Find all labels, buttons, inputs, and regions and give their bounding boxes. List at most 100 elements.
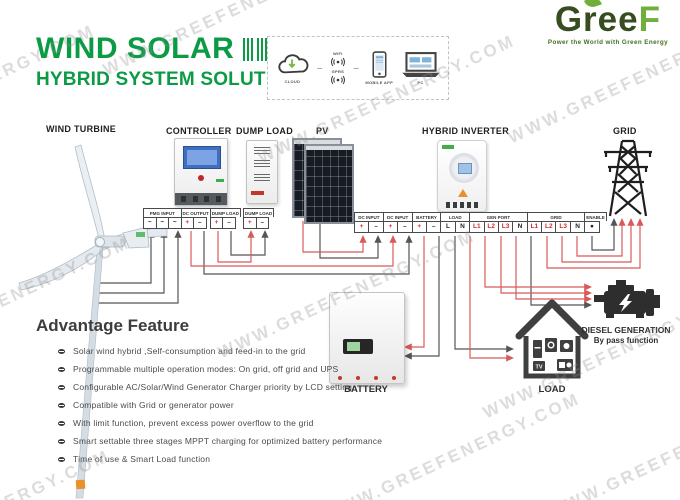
terminal-+: + xyxy=(180,216,194,229)
terminal-N: N xyxy=(569,220,586,233)
terminal-group-battery: BATTERY+– xyxy=(411,212,442,233)
terminal-–: – xyxy=(193,216,207,229)
dump-load-terminal-strip: DUMP LOAD+– xyxy=(243,208,275,229)
terminal-–: – xyxy=(255,216,269,229)
terminal-L3: L3 xyxy=(497,220,514,233)
label-wind-turbine: WIND TURBINE xyxy=(46,124,117,134)
dump-load-tag xyxy=(251,191,264,195)
signal-group: WIFI GPRS xyxy=(329,51,347,85)
title-block: WIND SOLAR HYBRID SYSTEM SOLUTION xyxy=(36,32,300,91)
controller-terminal-strip: PMG INPUT~~~DC OUTPUT+–DUMP LOAD+– xyxy=(143,208,241,229)
inverter-connectors xyxy=(442,202,482,209)
controller-screen xyxy=(183,146,221,169)
label-hybrid-inverter: HYBRID INVERTER xyxy=(422,126,510,136)
terminal-group-label: LOAD xyxy=(440,212,471,221)
inverter-brand-mark xyxy=(442,145,454,149)
terminal-group-enable: ENABLE● xyxy=(584,212,607,233)
terminal-group-label: DUMP LOAD xyxy=(209,208,241,217)
terminal-L: L xyxy=(440,220,456,233)
advantage-item-text: Programmable multiple operation modes: O… xyxy=(73,364,339,374)
bullet-icon xyxy=(58,438,65,444)
advantage-item: Programmable multiple operation modes: O… xyxy=(58,364,382,374)
terminal-N: N xyxy=(454,220,471,233)
terminal-group-label: PMG INPUT xyxy=(143,208,182,217)
wifi-icon xyxy=(331,57,345,67)
label-load: LOAD xyxy=(538,384,566,395)
dump-load-image xyxy=(246,140,278,204)
connector-dash: – xyxy=(353,62,359,74)
gprs-icon xyxy=(331,75,345,85)
terminal-group-dump-load: DUMP LOAD+– xyxy=(243,208,275,229)
company-logo: GreeF Power the World with Green Energy xyxy=(548,0,668,46)
label-bypass-function: By pass function xyxy=(593,336,659,345)
terminal-group-label: DC INPUT xyxy=(354,212,384,221)
bullet-icon xyxy=(58,456,65,462)
terminal-+: + xyxy=(411,220,427,233)
terminal-group-label: BATTERY xyxy=(411,212,442,221)
battery-terminals xyxy=(338,376,396,380)
terminal-group-dc-input: DC INPUT+– xyxy=(382,212,413,233)
mobile-group: MOBILE APP xyxy=(365,51,393,85)
terminal-group-label: GEN PORT xyxy=(469,212,528,221)
advantage-item: Smart settable three stages MPPT chargin… xyxy=(58,436,382,446)
house-icon: TV xyxy=(515,299,589,379)
advantage-item: Time of use & Smart Load function xyxy=(58,454,382,464)
engine-icon xyxy=(594,280,660,318)
vent-slots xyxy=(254,174,270,183)
cloud-icon xyxy=(278,53,309,73)
terminal-~: ~ xyxy=(155,216,169,229)
terminal-–: – xyxy=(397,220,413,233)
label-pv: PV xyxy=(316,126,329,136)
wifi-group: WIFI xyxy=(329,51,347,67)
barcode-decoration xyxy=(243,37,254,61)
terminal-L2: L2 xyxy=(541,220,557,233)
terminal-L2: L2 xyxy=(483,220,499,233)
terminal-L3: L3 xyxy=(555,220,571,233)
terminal-+: + xyxy=(382,220,399,233)
advantage-item: With limit function, prevent excess powe… xyxy=(58,418,382,428)
terminal-N: N xyxy=(512,220,528,233)
connector-dash: – xyxy=(316,62,323,74)
pv-panels-image xyxy=(292,138,354,224)
terminal-group-dump-load: DUMP LOAD+– xyxy=(209,208,241,229)
terminal-group-label: DC OUTPUT xyxy=(180,208,211,217)
advantage-item: Solar wind hybrid ,Self-consumption and … xyxy=(58,346,382,356)
main-title-row: WIND SOLAR xyxy=(36,32,300,66)
red-wires xyxy=(190,218,644,362)
cloud-group: CLOUD xyxy=(274,53,310,84)
logo-text-main: Gree xyxy=(554,0,639,39)
terminal-L1: L1 xyxy=(526,220,543,233)
controller-button xyxy=(198,175,204,181)
advantage-item-text: Compatible with Grid or generator power xyxy=(73,400,234,410)
advantage-item: Compatible with Grid or generator power xyxy=(58,400,382,410)
inverter-display xyxy=(449,153,479,183)
terminal-+: + xyxy=(354,220,370,233)
inverter-logo-triangle xyxy=(458,189,468,197)
subtitle: HYBRID SYSTEM SOLUTION xyxy=(36,69,301,90)
hybrid-inverter-image xyxy=(437,140,487,212)
main-title: WIND SOLAR xyxy=(36,32,235,65)
terminal-group-label: DC INPUT xyxy=(382,212,413,221)
terminal-~: ~ xyxy=(168,216,182,229)
mobile-label: MOBILE APP xyxy=(365,80,394,85)
advantage-title: Advantage Feature xyxy=(36,316,190,335)
pc-label: PC xyxy=(417,80,424,85)
mobile-icon xyxy=(372,51,387,78)
label-diesel-generation: DIESEL GENERATION xyxy=(581,325,671,335)
battery-display xyxy=(343,339,373,354)
terminal-●: ● xyxy=(584,220,600,233)
terminal-–: – xyxy=(425,220,442,233)
vent-slots xyxy=(254,160,270,169)
terminal-group-label: GRID xyxy=(526,212,586,221)
terminal-–: – xyxy=(368,220,384,233)
advantage-item-text: Smart settable three stages MPPT chargin… xyxy=(73,436,383,446)
terminal-–: – xyxy=(222,216,236,229)
terminal-+: + xyxy=(209,216,224,229)
terminal-~: ~ xyxy=(143,216,157,229)
advantage-item-text: Solar wind hybrid ,Self-consumption and … xyxy=(73,346,306,356)
controller-image xyxy=(174,138,228,206)
